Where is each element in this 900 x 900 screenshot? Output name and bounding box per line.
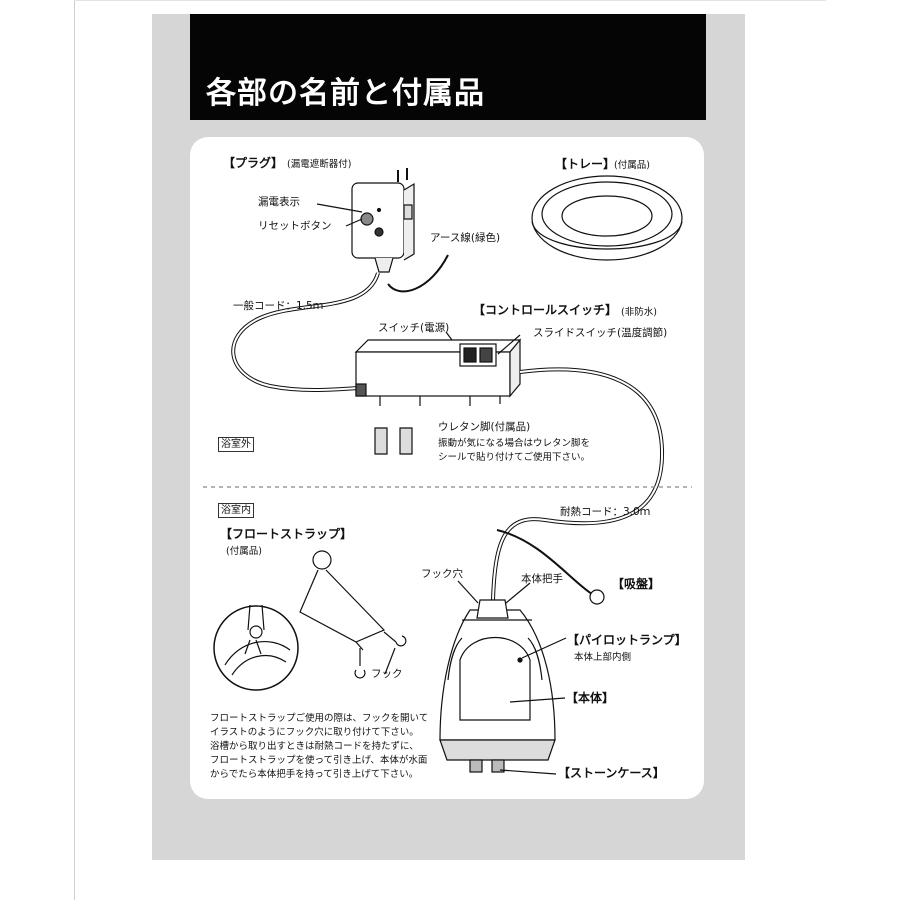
float-strap-illustration (299, 550, 407, 679)
title-bar: 各部の名前と付属品 (190, 14, 706, 120)
outside-bathroom-tag: 浴室外 (218, 437, 254, 452)
pilot-lamp-note: 本体上部内側 (574, 652, 632, 663)
heat-cord-label: 耐熱コード：3.0ｍ (560, 506, 651, 518)
hook-inset-illustration (213, 604, 299, 691)
earth-wire-label: アース線(緑色) (430, 232, 501, 244)
page-left-rule (74, 0, 75, 900)
hook-label: フック (371, 668, 403, 680)
urethane-note-line-2: シールで貼り付けてご使用下さい。 (438, 452, 591, 463)
body-illustration (439, 599, 556, 773)
leak-indicator-label: 漏電表示 (258, 196, 300, 208)
inside-bathroom-tag: 浴室内 (218, 503, 254, 518)
page-top-rule (74, 0, 826, 1)
control-switch-note: (非防水) (621, 307, 657, 318)
body-handle-label: 本体把手 (521, 573, 563, 585)
instruction-line: フロートストラップを使って引き上げ、本体が水面 (210, 755, 428, 766)
float-strap-note: (付属品) (226, 546, 262, 557)
pilot-lamp-label: 【パイロットランプ】 (567, 633, 687, 647)
hook-hole-label: フック穴 (421, 568, 463, 580)
plug-note: (漏電遮断器付) (287, 159, 352, 170)
reset-button-label: リセットボタン (258, 220, 332, 232)
control-switch-illustration (354, 338, 522, 406)
general-cord-label: 一般コード：1.5ｍ (233, 300, 324, 312)
control-switch-label: 【コントロールスイッチ】 (473, 303, 618, 317)
instruction-line: 浴槽から取り出すときは耐熱コードを持たずに、 (210, 741, 419, 752)
body-label: 【本体】 (566, 691, 615, 705)
suction-cup-label: 【吸盤】 (612, 577, 661, 591)
urethane-note-line-1: 振動が気になる場合はウレタン脚を (438, 438, 591, 449)
tray-label: 【トレー】 (555, 157, 616, 171)
stone-case-label: 【ストーンケース】 (558, 766, 665, 780)
tray-illustration (531, 175, 683, 261)
plug-illustration (351, 168, 415, 273)
plug-label: 【プラグ】 (223, 156, 284, 170)
float-strap-label: 【フロートストラップ】 (220, 527, 353, 541)
float-strap-instructions: フロートストラップご使用の際は、フックを開いて イラストのようにフック穴に取り付… (210, 712, 428, 782)
instruction-line: からでたら本体把手を持って引き上げて下さい。 (210, 769, 419, 780)
page-title: 各部の名前と付属品 (206, 76, 485, 111)
tray-note: (付属品) (614, 160, 650, 171)
power-switch-label: スイッチ(電源) (378, 322, 450, 334)
urethane-feet-label: ウレタン脚(付属品) (438, 421, 531, 433)
slide-switch-label: スライドスイッチ(温度調節) (533, 327, 668, 339)
instruction-line: イラストのようにフック穴に取り付けて下さい。 (210, 727, 419, 738)
instruction-line: フロートストラップご使用の際は、フックを開いて (210, 713, 429, 724)
